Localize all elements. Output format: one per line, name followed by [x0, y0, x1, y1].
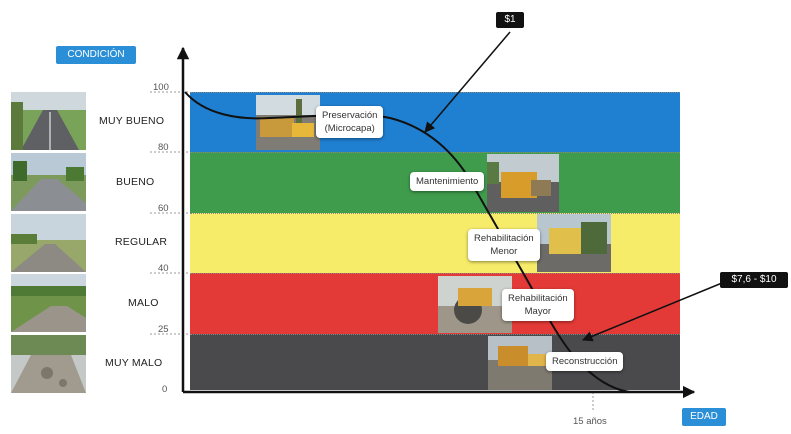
price-top-arrow [424, 31, 511, 133]
callout-rehab-mayor-line1: Rehabilitación [508, 293, 568, 304]
price-tag-bottom: $7,6 - $10 [720, 272, 788, 288]
road-photo-malo [11, 274, 86, 332]
callout-preservacion: Preservación (Microcapa) [316, 106, 384, 138]
photo-rehab-mayor [438, 276, 512, 333]
photo-mantenimiento [487, 154, 559, 212]
x-marker-label: 15 años [573, 416, 607, 427]
callout-reconstruccion: Reconstrucción [546, 352, 624, 371]
callout-preservacion-line2: (Microcapa) [324, 123, 375, 134]
callout-rehab-menor-line2: Menor [490, 246, 518, 257]
tick-100: 100 [153, 82, 169, 93]
callout-rehab-menor-line1: Rehabilitación [474, 233, 534, 244]
y-axis-title: CONDICIÓN [56, 46, 136, 64]
road-photo-muy-malo [11, 335, 86, 393]
band-label-malo: MALO [128, 297, 159, 309]
band-label-bueno: BUENO [116, 176, 155, 188]
tick-60: 60 [158, 203, 169, 214]
callout-preservacion-line1: Preservación [322, 110, 378, 121]
callout-rehab-mayor: Rehabilitación Mayor [502, 289, 574, 321]
tick-25: 25 [158, 324, 169, 335]
price-bottom-arrow [582, 282, 723, 342]
callout-mantenimiento-text: Mantenimiento [416, 176, 479, 187]
band-malo [190, 273, 680, 334]
callout-reconstruccion-text: Reconstrucción [552, 356, 618, 367]
road-photo-muy-bueno [11, 92, 86, 150]
photo-preservacion [256, 95, 320, 150]
band-label-muy-malo: MUY MALO [105, 357, 163, 369]
band-label-regular: REGULAR [115, 236, 168, 248]
deterioration-curve [184, 91, 631, 393]
photo-reconstruccion [488, 336, 552, 390]
road-photo-regular [11, 214, 86, 272]
callout-rehab-mayor-line2: Mayor [524, 306, 552, 317]
callout-rehab-menor: Rehabilitación Menor [468, 229, 540, 261]
x-axis-title: EDAD [682, 408, 726, 426]
photo-rehab-menor [537, 214, 611, 272]
road-photo-bueno [11, 153, 86, 211]
tick-80: 80 [158, 142, 169, 153]
tick-0: 0 [162, 384, 168, 395]
tick-40: 40 [158, 263, 169, 274]
callout-mantenimiento: Mantenimiento [410, 172, 485, 191]
price-tag-top: $1 [496, 12, 524, 28]
band-label-muy-bueno: MUY BUENO [99, 115, 165, 127]
